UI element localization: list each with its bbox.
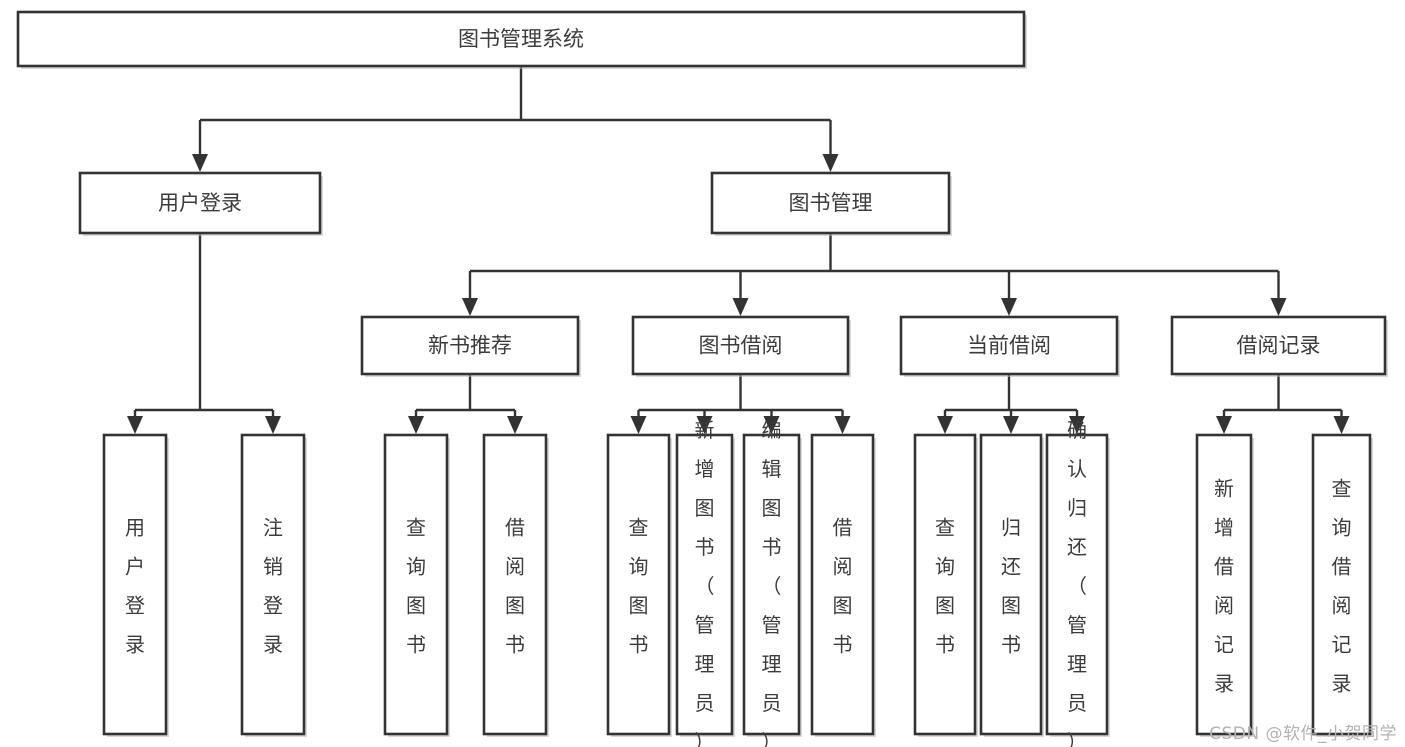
- node-borrow-record-label: 借阅记录: [1237, 334, 1321, 358]
- box-outline: [810, 433, 875, 736]
- node-new-book-recommend-label: 新书推荐: [428, 334, 512, 358]
- arrow-head: [834, 416, 851, 434]
- arrow-head: [732, 298, 749, 316]
- node-current-borrow-box[interactable]: [899, 315, 1120, 377]
- node-leaf-query-book-3-label: 查询图书: [935, 516, 955, 657]
- arrow-head: [1001, 298, 1017, 316]
- box-outline: [16, 10, 1026, 68]
- box-outline: [606, 433, 671, 736]
- arrow-head: [408, 416, 424, 434]
- arrow-head: [822, 154, 839, 172]
- node-leaf-query-book-1-label: 查询图书: [406, 516, 426, 657]
- node-book-borrow-label: 图书借阅: [699, 334, 783, 358]
- node-leaf-confirm-return-label: 确认归还（管理员）: [1067, 418, 1087, 747]
- node-leaf-add-record-box[interactable]: [1195, 433, 1254, 737]
- node-leaf-borrow-book-1-box[interactable]: [482, 433, 549, 737]
- arrow-head: [1069, 416, 1085, 434]
- arrow-head: [1270, 298, 1287, 316]
- box-outline: [742, 433, 801, 736]
- node-leaf-add-book-box[interactable]: [675, 433, 735, 737]
- box-outline: [913, 433, 977, 736]
- node-leaf-user-logout-label: 注销登录: [263, 516, 283, 657]
- node-leaf-user-login-label: 用户登录: [125, 516, 145, 657]
- node-root-label: 图书管理系统: [458, 27, 584, 51]
- node-leaf-user-login-box[interactable]: [102, 433, 169, 737]
- box-outline: [78, 171, 322, 235]
- arrow-head: [1216, 416, 1232, 434]
- node-leaf-query-record-label: 查询借阅记录: [1332, 477, 1352, 696]
- box-outline: [1170, 315, 1387, 376]
- arrow-head: [630, 416, 647, 434]
- box-outline: [675, 433, 734, 736]
- node-leaf-edit-book-label: 编辑图书（管理员）: [762, 418, 782, 747]
- node-root-box[interactable]: [16, 10, 1027, 69]
- box-outline: [1195, 433, 1253, 736]
- node-leaf-user-logout-box[interactable]: [240, 433, 307, 737]
- node-leaf-borrow-book-2-box[interactable]: [810, 433, 876, 737]
- box-outline: [1045, 433, 1109, 736]
- node-leaf-edit-book-box[interactable]: [742, 433, 802, 737]
- arrow-head: [192, 154, 208, 172]
- csdn-watermark: CSDN @软件_小贺同学: [1209, 724, 1397, 744]
- box-outline: [979, 433, 1043, 736]
- node-leaf-return-book-box[interactable]: [979, 433, 1044, 737]
- node-leaf-borrow-book-1-label: 借阅图书: [505, 516, 525, 657]
- box-outline: [240, 433, 306, 736]
- box-outline: [899, 315, 1119, 376]
- arrow-head: [1333, 416, 1350, 434]
- node-new-book-recommend-box[interactable]: [360, 315, 581, 377]
- node-book-manage-label: 图书管理: [789, 191, 873, 215]
- node-leaf-return-book-label: 归还图书: [1001, 516, 1021, 657]
- box-outline: [710, 171, 951, 235]
- node-leaf-borrow-book-2-label: 借阅图书: [833, 516, 853, 657]
- arrow-head: [763, 416, 780, 434]
- arrow-head: [265, 416, 281, 434]
- node-book-borrow-box[interactable]: [631, 315, 851, 377]
- node-borrow-record-box[interactable]: [1170, 315, 1388, 377]
- node-leaf-add-book-label: 新增图书（管理员）: [695, 418, 715, 747]
- node-leaf-query-book-1-box[interactable]: [383, 433, 450, 737]
- node-leaf-query-book-2-label: 查询图书: [629, 516, 649, 657]
- node-current-borrow-label: 当前借阅: [967, 334, 1051, 358]
- box-outline: [102, 433, 168, 736]
- connectors-layer: [127, 66, 1350, 434]
- node-leaf-query-book-3-box[interactable]: [913, 433, 978, 737]
- node-leaf-add-record-label: 新增借阅记录: [1214, 477, 1234, 696]
- box-outline: [1311, 433, 1372, 736]
- box-outline: [383, 433, 449, 736]
- node-leaf-query-record-box[interactable]: [1311, 433, 1373, 737]
- box-outline: [631, 315, 850, 376]
- box-outline: [482, 433, 548, 736]
- arrow-head: [937, 416, 953, 434]
- node-leaf-confirm-return-box[interactable]: [1045, 433, 1110, 737]
- arrow-head: [696, 416, 713, 434]
- arrow-head: [1003, 416, 1019, 434]
- node-book-manage-box[interactable]: [710, 171, 952, 236]
- node-user-login-box[interactable]: [78, 171, 323, 236]
- arrow-head: [507, 416, 523, 434]
- box-outline: [360, 315, 580, 376]
- arrow-head: [462, 298, 478, 316]
- node-leaf-query-book-2-box[interactable]: [606, 433, 672, 737]
- arrow-head: [127, 416, 143, 434]
- nodes-layer: 图书管理系统用户登录图书管理新书推荐图书借阅当前借阅借阅记录用户登录注销登录查询…: [16, 10, 1388, 747]
- node-user-login-label: 用户登录: [158, 191, 242, 215]
